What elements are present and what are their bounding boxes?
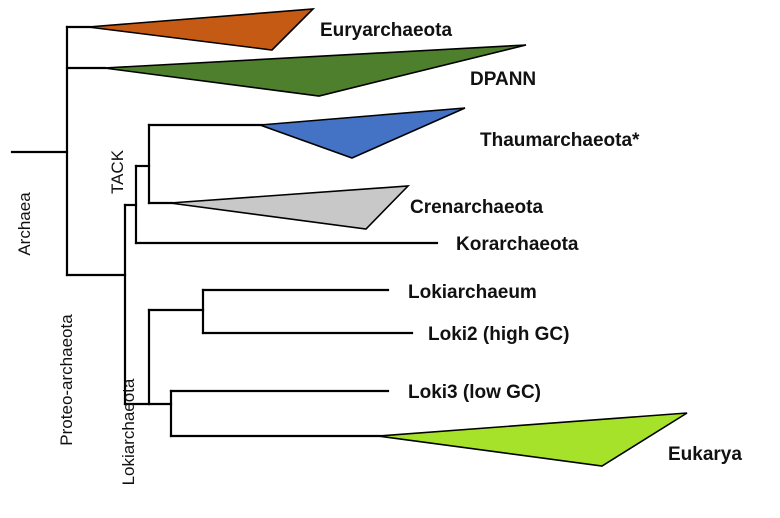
label-thaumarchaeota: Thaumarchaeota* [480, 130, 640, 151]
label-tack: TACK [108, 149, 127, 194]
tree-branches [10, 25, 439, 438]
label-lokiarchaeum: Lokiarchaeum [408, 282, 537, 303]
label-archaea: Archaea [15, 192, 34, 256]
collapsed-clades [87, 8, 688, 467]
clade-eukarya-triangle [377, 412, 688, 467]
label-loki2: Loki2 (high GC) [428, 324, 569, 345]
label-lokiarchaeota: Lokiarchaeota [119, 378, 138, 485]
clade-dpann-triangle [103, 44, 527, 97]
clade-crenarchaeota-triangle [169, 185, 411, 230]
taxon-labels: Euryarchaeota DPANN Thaumarchaeota* Cren… [320, 20, 742, 465]
label-crenarchaeota: Crenarchaeota [410, 197, 543, 218]
label-proteoarchaeota: Proteo-archaeota [57, 314, 76, 446]
label-eukarya: Eukarya [668, 444, 742, 465]
clade-euryarchaeota-triangle [87, 8, 316, 51]
label-dpann: DPANN [470, 69, 536, 90]
label-loki3: Loki3 (low GC) [408, 382, 541, 403]
clade-thaumarchaeota-triangle [259, 107, 466, 159]
group-labels: Archaea TACK Proteo-archaeota Lokiarchae… [15, 149, 138, 485]
label-euryarchaeota: Euryarchaeota [320, 20, 452, 41]
label-korarchaeota: Korarchaeota [456, 234, 579, 255]
